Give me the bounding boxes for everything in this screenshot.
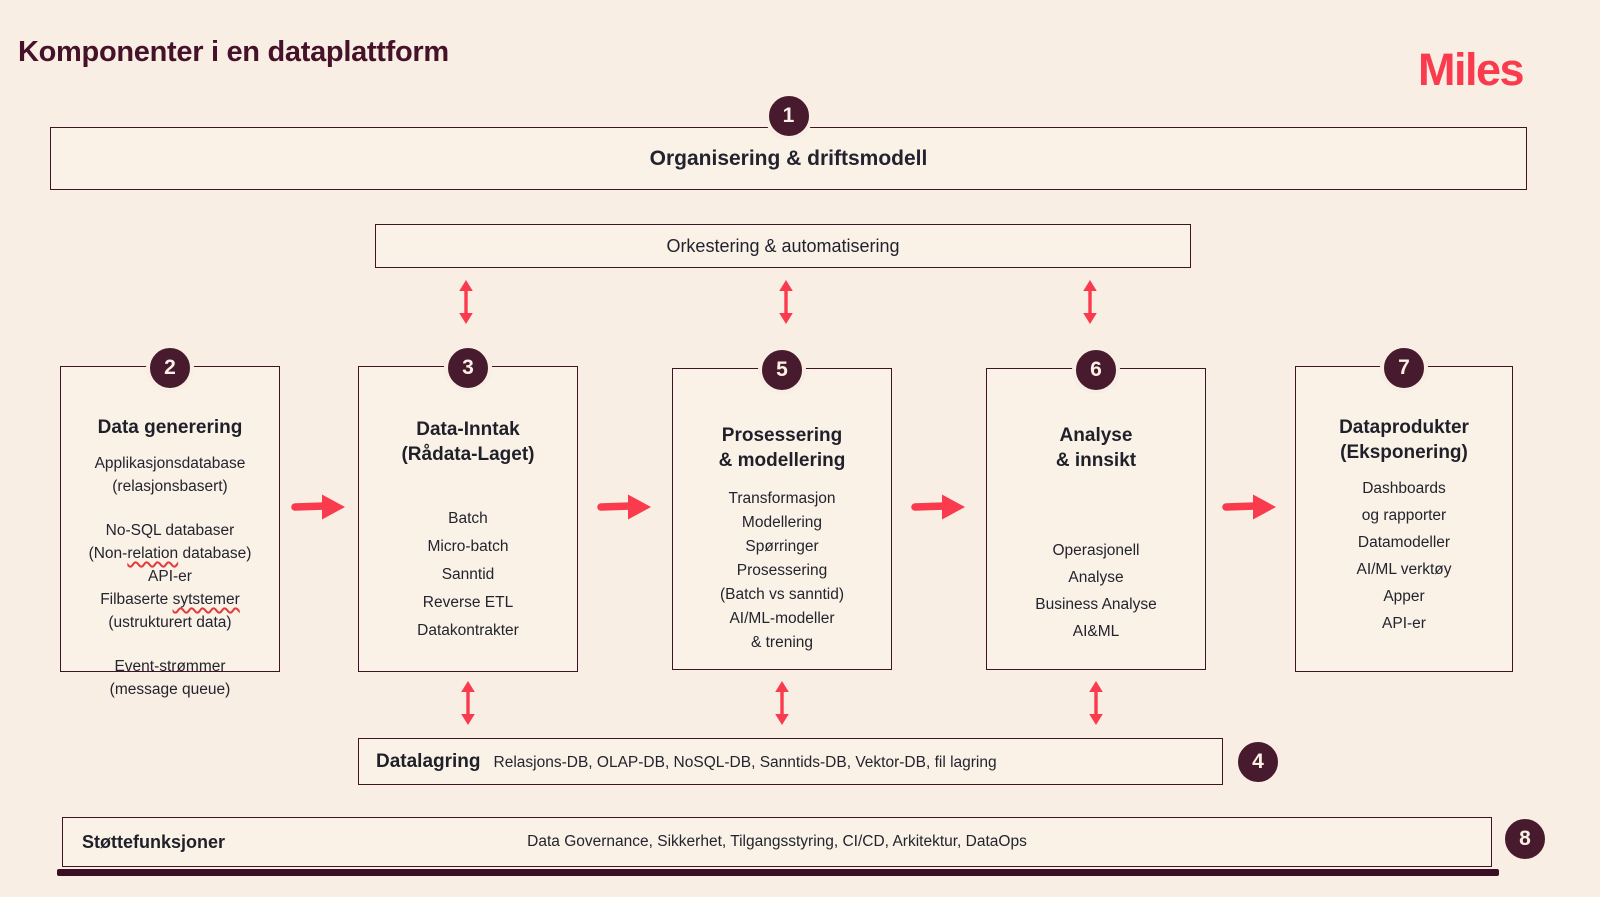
badge-8: 8: [1501, 815, 1549, 863]
dataprodukter-box: 7 Dataprodukter (Eksponering) Dashboards…: [1295, 344, 1513, 672]
list-item: Apper: [1383, 588, 1425, 605]
list-item: AI/ML-modeller: [729, 610, 835, 627]
list-item: (Non-relation database): [88, 545, 252, 562]
list-item: Spørringer: [745, 538, 819, 555]
spacer: [89, 634, 252, 655]
badge-7: 7: [1380, 344, 1428, 392]
list-item: Micro-batch: [427, 538, 509, 555]
sync-arrow-vertical-icon: [775, 681, 789, 725]
list-item: Transformasjon: [728, 490, 836, 507]
list-item: (relasjonsbasert): [112, 478, 228, 495]
orkestrering-title: Orkestering & automatisering: [666, 235, 900, 256]
badge-3: 3: [444, 344, 492, 392]
list-item: API-er: [1382, 615, 1426, 632]
prosessering-box: 5 Prosessering & modellering Transformas…: [672, 346, 892, 670]
sync-arrow-vertical-icon: [1083, 280, 1097, 324]
analyse-box: 6 Analyse & innsikt Operasjonell Analyse…: [986, 346, 1206, 670]
prosessering-title: Prosessering & modellering: [718, 425, 846, 471]
flow-arrow-right-icon: [597, 494, 651, 520]
list-item: Reverse ETL: [422, 594, 514, 611]
orkestrering-box: Orkestering & automatisering: [375, 224, 1191, 268]
list-item: Prosessering: [736, 562, 828, 579]
datalagring-label: Datalagring: [376, 750, 481, 772]
list-item: Dashboards: [1362, 480, 1446, 497]
stottefunksjoner-label: Støttefunksjoner: [82, 831, 226, 852]
analyse-title: Analyse & innsikt: [1055, 425, 1137, 471]
list-item: (message queue): [109, 681, 231, 698]
badge-4: 4: [1234, 738, 1282, 786]
list-item: Sanntid: [441, 566, 495, 583]
sync-arrow-vertical-icon: [461, 681, 475, 725]
prosessering-items: Transformasjon Modellering Spørringer Pr…: [720, 487, 844, 655]
data-generering-items: Applikasjonsdatabase (relasjonsbasert) N…: [89, 452, 252, 701]
data-inntak-box: 3 Data-Inntak (Rådata-Laget) Batch Micro…: [358, 344, 578, 672]
badge-1: 1: [764, 92, 813, 140]
data-generering-box: 2 Data generering Applikasjonsdatabase (…: [60, 344, 280, 698]
list-item: AI&ML: [1072, 623, 1120, 640]
flow-arrow-right-icon: [291, 494, 345, 520]
list-item: og rapporter: [1361, 507, 1447, 524]
list-item: Datakontrakter: [417, 622, 519, 639]
dataprodukter-items: Dashboards og rapporter Datamodeller AI/…: [1356, 475, 1451, 637]
list-item: Operasjonell: [1052, 542, 1140, 559]
dataprodukter-title: Dataprodukter (Eksponering): [1339, 417, 1469, 463]
misspelled-word: sytstemer: [172, 591, 240, 608]
list-item: Business Analyse: [1035, 596, 1157, 613]
analyse-items: Operasjonell Analyse Business Analyse AI…: [1035, 537, 1157, 645]
list-item: Filbaserte sytstemer: [100, 591, 240, 608]
list-item: Modellering: [741, 514, 823, 531]
sync-arrow-vertical-icon: [1089, 681, 1103, 725]
datalagring-detail: Relasjons-DB, OLAP-DB, NoSQL-DB, Sanntid…: [493, 753, 997, 771]
list-item: Event-strømmer: [114, 658, 226, 675]
datalagring-box: Datalagring Relasjons-DB, OLAP-DB, NoSQL…: [358, 738, 1223, 785]
stottefunksjoner-detail: Data Governance, Sikkerhet, Tilgangsstyr…: [527, 833, 1027, 850]
data-inntak-items: Batch Micro-batch Sanntid Reverse ETL Da…: [417, 505, 519, 645]
miles-logo: Miles: [1417, 44, 1525, 95]
list-item: (Batch vs sanntid): [719, 586, 845, 603]
badge-2: 2: [146, 344, 194, 392]
list-item: Batch: [448, 510, 488, 527]
list-item: (ustrukturert data): [108, 614, 232, 631]
spacer: [89, 498, 252, 519]
sync-arrow-vertical-icon: [459, 280, 473, 324]
stottefunksjoner-box: Data Governance, Sikkerhet, Tilgangsstyr…: [62, 817, 1492, 867]
flow-arrow-right-icon: [1222, 494, 1276, 520]
list-item: Analyse: [1068, 569, 1124, 586]
page-title: Komponenter i en dataplattform: [18, 36, 449, 68]
list-item: API-er: [148, 568, 192, 585]
support-box-shadow: [57, 869, 1499, 876]
organisering-box: 1 Organisering & driftsmodell: [50, 92, 1527, 190]
flow-arrow-right-icon: [911, 494, 965, 520]
organisering-title: Organisering & driftsmodell: [649, 146, 928, 170]
list-item: & trening: [750, 634, 814, 651]
data-inntak-title: Data-Inntak (Rådata-Laget): [401, 419, 535, 465]
list-item: Datamodeller: [1357, 534, 1451, 551]
list-item: AI/ML verktøy: [1356, 561, 1452, 578]
badge-6: 6: [1072, 346, 1120, 394]
misspelled-word: relation: [127, 545, 179, 562]
badge-5: 5: [758, 346, 806, 394]
list-item: No-SQL databaser: [105, 522, 235, 539]
data-generering-title: Data generering: [97, 417, 243, 438]
sync-arrow-vertical-icon: [779, 280, 793, 324]
list-item: Applikasjonsdatabase: [94, 455, 246, 472]
